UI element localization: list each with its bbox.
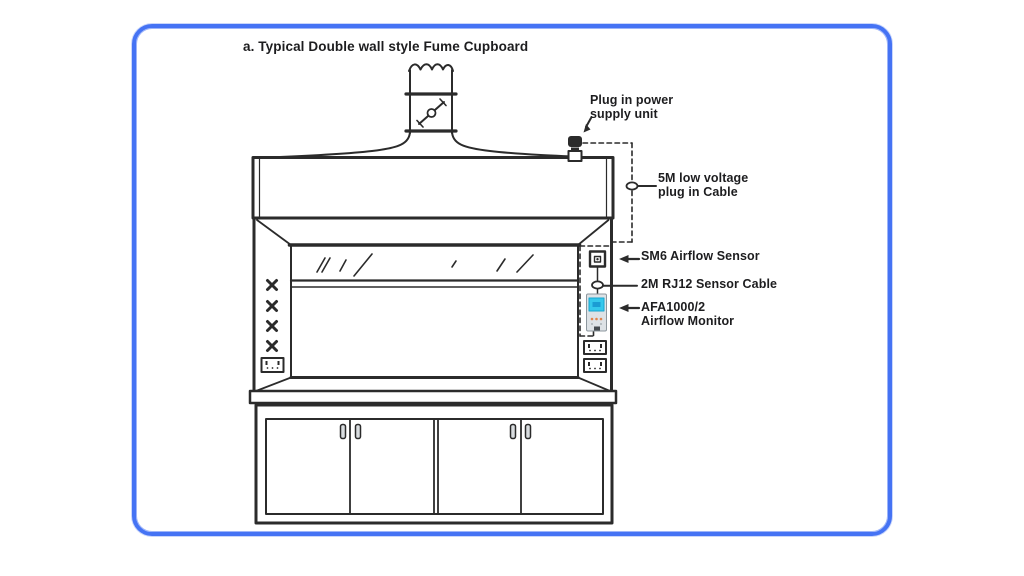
- sash-window: [289, 253, 580, 288]
- duct-flare-left: [254, 130, 411, 159]
- left-service-column: [260, 279, 285, 373]
- glass-reflection: [316, 253, 534, 277]
- duct-torn-top: [408, 63, 454, 72]
- cable-route-dashed: [579, 142, 633, 337]
- diagram-title: a. Typical Double wall style Fume Cupboa…: [243, 39, 529, 54]
- callout-leaders: [583, 117, 657, 312]
- power-socket-icon: [583, 340, 607, 355]
- power-supply-arrow: [583, 117, 592, 133]
- service-valve-icons: [266, 279, 278, 352]
- cable-connector-icon: [591, 280, 604, 297]
- damper-icon: [404, 92, 458, 133]
- power-socket-icon: [583, 358, 607, 373]
- power-socket-icon: [260, 357, 285, 373]
- under-bench-cabinet: [254, 403, 614, 525]
- label-airflow-monitor: AFA1000/2 Airflow Monitor: [641, 300, 735, 328]
- label-airflow-sensor: SM6 Airflow Sensor: [641, 249, 760, 263]
- plenum-box: [251, 156, 615, 220]
- label-power-supply: Plug in power supply unit: [590, 93, 674, 121]
- monitor-arrow: [619, 304, 641, 312]
- sensor-arrow: [619, 255, 641, 263]
- low-voltage-connector-icon: [625, 181, 657, 191]
- label-low-voltage-cable: 5M low voltage plug in Cable: [658, 171, 749, 199]
- duct-flare-right: [451, 130, 610, 159]
- label-sensor-cable: 2M RJ12 Sensor Cable: [641, 277, 778, 291]
- exhaust-duct: [254, 63, 610, 159]
- airflow-monitor-icon: [586, 293, 607, 332]
- airflow-sensor-icon: [588, 250, 607, 282]
- fume-hood-body: [251, 156, 615, 394]
- right-service-column: [583, 250, 607, 373]
- worktop: [248, 389, 618, 405]
- door-handle-icons: [339, 423, 532, 440]
- plug-icon: [567, 136, 583, 162]
